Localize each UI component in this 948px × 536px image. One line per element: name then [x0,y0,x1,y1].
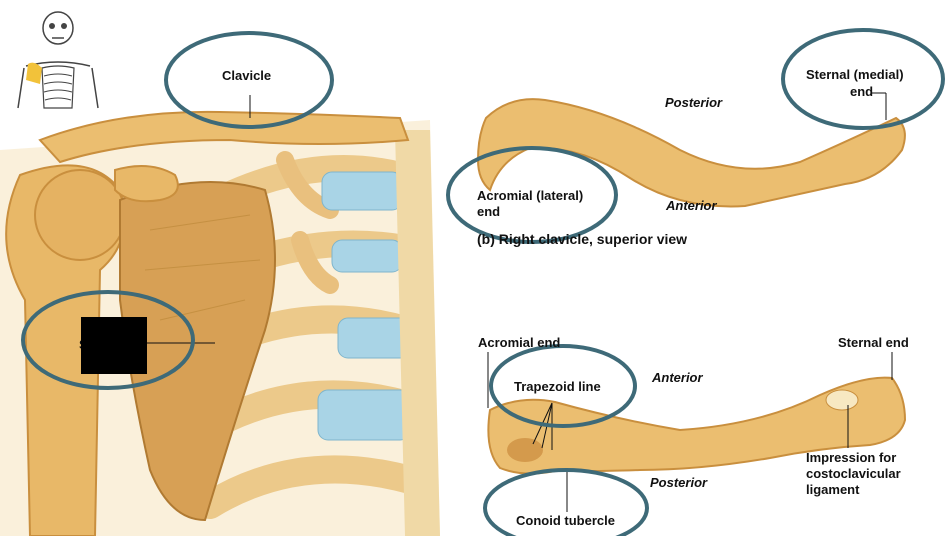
impression-label-line1: Impression for [806,450,897,465]
ring-conoid-tubercle [483,468,649,536]
skeleton-thumbnail-icon [12,8,104,112]
redaction-box [81,317,147,374]
posterior-label-inferior: Posterior [650,475,708,490]
ring-scapula [21,290,195,390]
conoid-tubercle-label: Conoid tubercle [516,513,615,528]
sternal-medial-label-end: end [850,84,874,99]
ring-trapezoid-line [489,344,637,428]
anterior-label-inferior: Anterior [652,370,703,385]
acromial-lateral-label-end: end [477,204,501,219]
acromial-lateral-label: Acromial (lateral) [477,188,584,203]
sternal-end-label: Sternal end [838,335,909,350]
clavicle-label: Clavicle [222,68,272,83]
impression-label-line2: costoclavicular [806,466,901,481]
sternal-medial-label: Sternal (medial) [806,67,904,82]
shoulder-illustration [0,95,440,536]
posterior-label-superior: Posterior [665,95,723,110]
acromial-end-label: Acromial end [478,335,561,350]
highlight-rings [21,28,945,536]
trapezoid-line-label: Trapezoid line [514,379,601,394]
costal-cartilage [317,171,411,441]
anterior-label-superior: Anterior [666,198,717,213]
ring-sternal-end [781,28,945,130]
impression-label-line3: ligament [806,482,860,497]
ring-acromial-end [446,146,618,244]
superior-view-caption: (b) Right clavicle, superior view [477,231,688,247]
ring-clavicle [164,31,334,129]
clavicle-superior-view [476,92,906,208]
